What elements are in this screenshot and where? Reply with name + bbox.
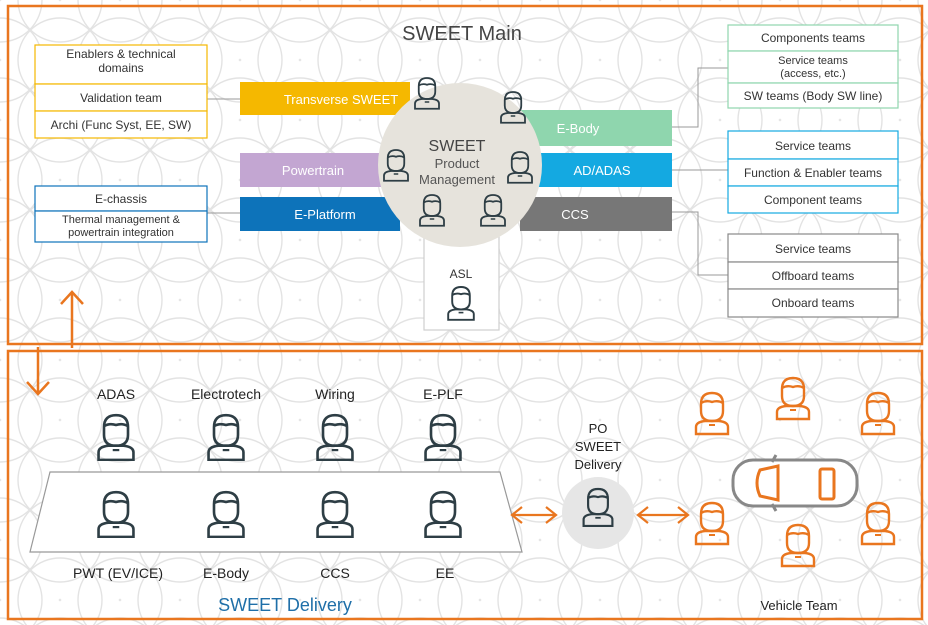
transverse-sweet-bar <box>240 82 410 115</box>
adas-bar-label: AD/ADAS <box>573 163 630 178</box>
archi-label: Archi (Func Syst, EE, SW) <box>51 118 192 132</box>
onboard-teams-label: Onboard teams <box>772 296 855 310</box>
ebody-label: E-Body <box>557 121 600 136</box>
body-teams-group: Components teams Service teams(access, e… <box>727 24 899 109</box>
transverse-sweet-label: Transverse SWEET <box>284 92 398 107</box>
echassis-group: E-chassis Thermal management &powertrain… <box>34 185 208 243</box>
pwt-team-label: PWT (EV/ICE) <box>73 565 163 581</box>
component-teams-label: Component teams <box>764 193 862 207</box>
right-bars: E-Body AD/ADAS CCS <box>520 110 672 231</box>
sweet-main-frame <box>6 4 924 346</box>
adas-teams-group: Service teams Function & Enabler teams C… <box>727 130 899 214</box>
sweet-delivery-title: SWEET Delivery <box>218 595 352 615</box>
adas-team-label: ADAS <box>97 386 135 402</box>
powertrain-label: Powertrain <box>282 163 344 178</box>
ebody-team-label: E-Body <box>203 565 249 581</box>
delivery-table <box>29 471 523 553</box>
wiring-team-label: Wiring <box>315 386 355 402</box>
ee-team-label: EE <box>436 565 455 581</box>
adas-bar <box>520 153 672 187</box>
sw-teams-label: SW teams (Body SW line) <box>744 89 883 103</box>
function-enabler-label: Function & Enabler teams <box>744 166 882 180</box>
po-circle <box>562 477 634 549</box>
center-product: Product <box>435 156 480 171</box>
down-arrow-icon <box>26 347 50 396</box>
double-arrow-icon <box>636 506 690 524</box>
electrotech-team-label: Electrotech <box>191 386 261 402</box>
connector-lines <box>207 67 728 276</box>
echassis-label: E-chassis <box>95 192 147 206</box>
components-teams-label: Components teams <box>761 31 865 45</box>
ccs-service-teams-label: Service teams <box>775 242 851 256</box>
ebody-bar <box>520 110 672 146</box>
vehicle-team-label: Vehicle Team <box>760 598 837 613</box>
center-management: Management <box>419 172 495 187</box>
ccs-bar <box>520 197 672 231</box>
eplf-team-label: E-PLF <box>423 386 463 402</box>
center-title: SWEET <box>429 138 486 155</box>
po-line2: SWEET <box>575 439 621 454</box>
up-arrow-icon <box>60 290 84 348</box>
po-line3: Delivery <box>575 457 622 472</box>
po-line1: PO <box>589 421 608 436</box>
ccs-teams-group: Service teams Offboard teams Onboard tea… <box>727 233 899 318</box>
eplatform-label: E-Platform <box>294 207 355 222</box>
validation-team-label: Validation team <box>80 91 162 105</box>
sweet-delivery-frame <box>6 349 924 621</box>
car-icon <box>731 454 859 512</box>
double-arrow-icon <box>510 506 558 524</box>
service-teams-access-label: Service teams(access, etc.) <box>778 55 848 80</box>
eplatform-bar <box>240 197 400 231</box>
powertrain-bar <box>240 153 400 187</box>
asl-label: ASL <box>450 267 473 281</box>
ccs-bar-label: CCS <box>561 207 589 222</box>
thermal-label: Thermal management &powertrain integrati… <box>62 214 181 239</box>
offboard-teams-label: Offboard teams <box>772 269 855 283</box>
adas-service-teams-label: Service teams <box>775 139 851 153</box>
left-bars: Transverse SWEET Powertrain E-Platform <box>240 82 410 231</box>
ccs-team-label: CCS <box>320 565 350 581</box>
sweet-main-title: SWEET Main <box>402 23 522 45</box>
